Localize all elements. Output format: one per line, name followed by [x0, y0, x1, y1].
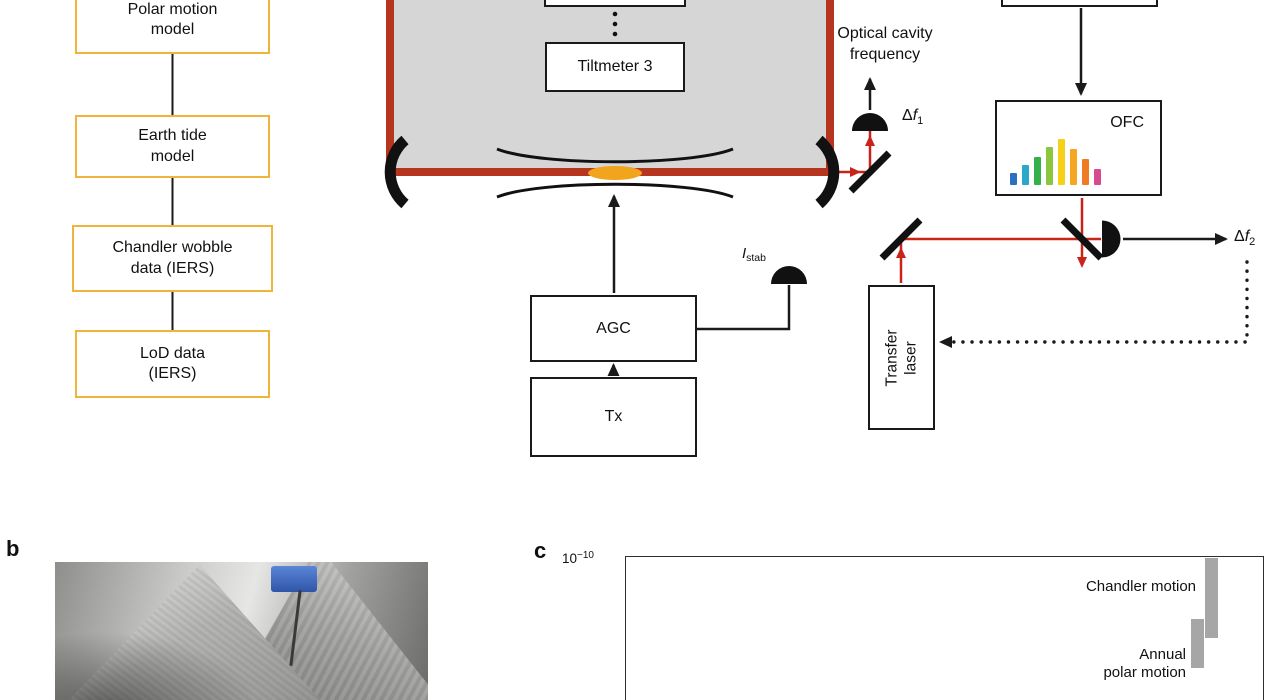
ofc-label: OFC — [1110, 114, 1144, 131]
ofc-spectrum-bar — [1046, 147, 1053, 185]
delta-f1-f: f — [912, 107, 918, 124]
ofc-spectrum — [1010, 135, 1101, 185]
photo-shadow — [55, 631, 261, 700]
delta-f2-f: f — [1244, 228, 1250, 245]
photo-blue-device — [271, 566, 318, 593]
beam-arrowhead-up2 — [896, 247, 906, 258]
ellipsis-dot — [612, 31, 618, 37]
ofc-spectrum-bar — [1010, 173, 1017, 185]
delta-f1-delta: Δ — [902, 107, 913, 124]
panel-b-letter: b — [6, 536, 20, 561]
flow-box-lod-data: LoD data (IERS) — [75, 330, 270, 398]
apparatus-photo — [55, 562, 428, 700]
tx-box: Tx — [530, 377, 697, 457]
beamsplitter-1 — [848, 150, 892, 194]
istab-detector — [771, 266, 807, 284]
ellipsis-dot — [612, 21, 618, 27]
beamsplitter-2 — [879, 217, 923, 261]
agc-box: AGC — [530, 295, 697, 362]
trap-electrode-top — [496, 147, 734, 164]
ofc-spectrum-bar — [1082, 159, 1089, 185]
cavity-mirror-right — [815, 135, 840, 209]
plot-frame — [625, 556, 1264, 700]
tiltmeter-3-box: Tiltmeter 3 — [545, 42, 685, 92]
delta-f2-delta: Δ — [1234, 228, 1245, 245]
annual-polar-motion-annotation: Annual polar motion — [1103, 646, 1186, 682]
delta-f2-sub: 2 — [1249, 236, 1256, 248]
agc-to-istab-line — [697, 285, 791, 331]
ytick-exponent: −10 — [577, 550, 594, 561]
delta-f1-sub: 1 — [917, 115, 924, 127]
y-axis-tick-label: 10−10 — [562, 550, 594, 566]
ofc-spectrum-bar — [1034, 157, 1041, 185]
beam-arrowhead-up — [865, 135, 875, 146]
annual-polar-motion-bar — [1191, 619, 1204, 668]
ofc-spectrum-bar — [1022, 165, 1029, 185]
df2-detector — [1102, 220, 1121, 258]
flow-box-polar-motion-model: Polar motion model — [75, 0, 270, 54]
delta-f1-label: Δf1 — [902, 106, 923, 127]
transfer-laser-box: Transfer laser — [868, 285, 935, 430]
tiltmeter-partial-box — [544, 0, 686, 7]
istab-label: Istab — [700, 245, 766, 264]
cavity-mirror-left — [384, 135, 409, 209]
beam-arrowhead-down — [1077, 257, 1087, 268]
chandler-motion-annotation: Chandler motion — [1085, 578, 1196, 595]
ytick-base: 10 — [562, 551, 578, 566]
ofc-spectrum-bar — [1058, 139, 1065, 185]
transfer-laser-label: Transfer laser — [883, 328, 920, 387]
ion-cloud — [588, 166, 642, 180]
beamsplitter-3 — [1060, 217, 1104, 261]
flow-box-chandler-wobble-data: Chandler wobble data (IERS) — [72, 225, 273, 292]
df1-detector — [852, 113, 888, 131]
ofc-spectrum-bar — [1094, 169, 1101, 185]
ofc-box: OFC — [995, 100, 1162, 196]
ofc-spectrum-bar — [1070, 149, 1077, 185]
panel-c-letter: c — [534, 538, 547, 563]
delta-f2-label: Δf2 — [1234, 227, 1255, 248]
beam-arrowhead-right — [850, 167, 861, 177]
ofc-input-partial-box — [1001, 0, 1158, 7]
feedback-dotted-line — [939, 260, 1249, 348]
istab-i: I — [741, 245, 747, 262]
optical-cavity-frequency-label: Optical cavity frequency — [837, 25, 933, 63]
chandler-motion-bar — [1205, 558, 1218, 638]
ellipsis-dot — [612, 11, 618, 17]
flow-box-earth-tide-model: Earth tide model — [75, 115, 270, 178]
trap-electrode-bottom — [496, 182, 734, 199]
istab-sub: stab — [746, 252, 766, 264]
